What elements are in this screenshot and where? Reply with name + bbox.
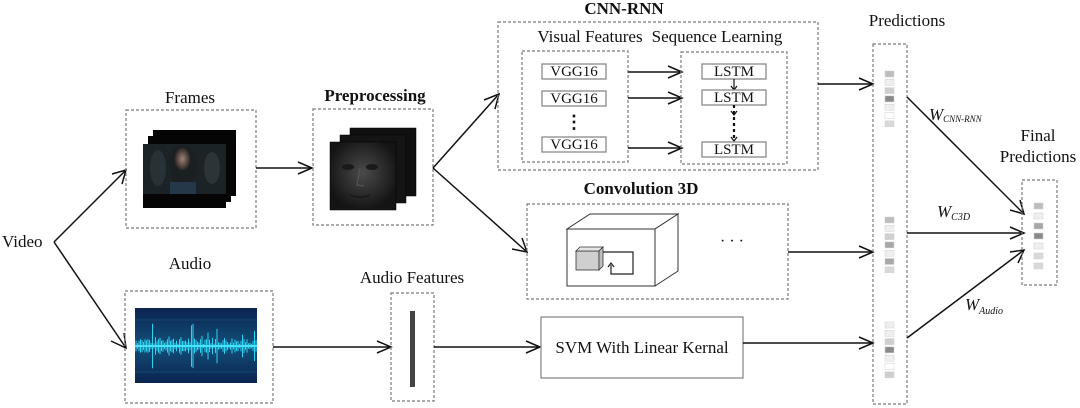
svm-to-predictions-arrow (743, 336, 875, 350)
prediction-cell-cnn-rnn (884, 70, 895, 78)
prediction-cell-audio (884, 354, 895, 362)
final-prediction-cell (1033, 232, 1044, 240)
audio-to-features-arrow (273, 340, 393, 354)
audio-label: Audio (169, 254, 212, 273)
svg-text:LSTM: LSTM (714, 64, 754, 80)
final-prediction-cell (1033, 202, 1044, 210)
video-to-audio-arrow (53, 241, 127, 350)
cnn-rnn-title: CNN-RNN (584, 0, 664, 18)
lstm-chain-dotted-arrow (730, 105, 738, 142)
predictions-box (872, 43, 908, 405)
predictions-cells (884, 70, 895, 379)
conv3d-box (526, 203, 789, 300)
prediction-cell-c3d (884, 225, 895, 232)
audio-waveform-image (135, 308, 257, 383)
video-frames-image (143, 130, 236, 208)
svg-text:LSTM: LSTM (714, 142, 754, 158)
final-predictions-label-line2: Predictions (1000, 147, 1077, 166)
audio-feature-vector (410, 311, 415, 387)
frames-box (125, 109, 257, 229)
vgg-to-lstm-arrow (628, 91, 684, 105)
frames-to-preprocessing-arrow (256, 161, 314, 175)
prediction-cell-cnn-rnn (884, 95, 895, 103)
final-predictions-label-line1: Final (1021, 126, 1056, 145)
cnn-rnn-weight-arrow (906, 96, 1026, 216)
lstm-block: LSTM (701, 63, 767, 80)
vgg16-block: VGG16 (541, 63, 607, 80)
vgg16-block: VGG16 (541, 90, 607, 107)
audio-weight-arrow (906, 249, 1026, 339)
audio-features-label: Audio Features (360, 268, 464, 287)
prediction-cell-cnn-rnn (884, 103, 895, 111)
svm-box (540, 316, 744, 379)
prediction-cell-audio (884, 363, 895, 370)
final-predictions-cells (1033, 202, 1044, 270)
cnn-rnn-box (497, 21, 819, 171)
w-cnn-rnn-label: WCNN-RNN (929, 105, 983, 124)
prediction-cell-c3d (884, 249, 895, 257)
conv3d-ellipsis: · · · (720, 233, 744, 250)
prediction-cell-cnn-rnn (884, 79, 895, 86)
sequence-learning-label: Sequence Learning (652, 27, 783, 46)
video-to-frames-arrow (53, 168, 128, 243)
vgg-to-lstm-arrow (628, 141, 684, 155)
final-prediction-cell (1033, 262, 1044, 270)
prediction-cell-c3d (884, 216, 895, 224)
prediction-cell-cnn-rnn (884, 87, 895, 94)
preprocessing-to-cnn-rnn-arrow (432, 92, 501, 169)
conv3d-title: Convolution 3D (584, 179, 699, 198)
prediction-cell-c3d (884, 233, 895, 240)
lstm-block: LSTM (701, 89, 767, 106)
prediction-cell-c3d (884, 266, 895, 274)
w-audio-label: WAudio (965, 295, 1003, 317)
visual-features-box (521, 50, 629, 163)
w-c3d-label: WC3D (937, 202, 971, 223)
conv3d-to-predictions-arrow (788, 245, 875, 259)
lstm-chain-arrow (730, 79, 738, 91)
c3d-weight-arrow (907, 226, 1026, 240)
frames-label: Frames (165, 88, 215, 107)
prediction-cell-audio (884, 321, 895, 329)
vgg-ellipsis: ⋮ (565, 112, 583, 132)
svg-text:VGG16: VGG16 (550, 137, 598, 153)
final-prediction-cell (1033, 222, 1044, 230)
prediction-cell-audio (884, 338, 895, 345)
prediction-cell-audio (884, 371, 895, 379)
prediction-cell-cnn-rnn (884, 112, 895, 119)
svg-text:LSTM: LSTM (714, 90, 754, 106)
cnn-rnn-to-predictions-arrow (818, 77, 875, 91)
final-prediction-cell (1033, 242, 1044, 250)
preprocessed-face-image (329, 127, 417, 211)
prediction-cell-audio (884, 346, 895, 354)
svg-text:VGG16: VGG16 (550, 64, 598, 80)
prediction-cell-cnn-rnn (884, 120, 895, 128)
vgg-to-lstm-arrow (628, 65, 684, 79)
final-prediction-cell (1033, 212, 1044, 220)
features-to-svm-arrow (434, 340, 542, 354)
final-predictions-box (1021, 179, 1058, 286)
prediction-cell-c3d (884, 241, 895, 249)
svm-label: SVM With Linear Kernal (555, 338, 728, 357)
vgg16-block: VGG16 (541, 136, 607, 153)
predictions-label: Predictions (869, 11, 946, 30)
preprocessing-label: Preprocessing (324, 86, 426, 105)
video-label: Video (2, 232, 43, 251)
prediction-cell-c3d (884, 258, 895, 265)
sequence-learning-box (680, 51, 788, 165)
final-prediction-cell (1033, 252, 1044, 260)
prediction-cell-audio (884, 330, 895, 337)
visual-features-label: Visual Features (537, 27, 642, 46)
svg-text:VGG16: VGG16 (550, 91, 598, 107)
conv3d-cube-icon (565, 213, 680, 287)
lstm-block: LSTM (701, 141, 767, 158)
preprocessing-to-conv3d-arrow (432, 167, 529, 253)
